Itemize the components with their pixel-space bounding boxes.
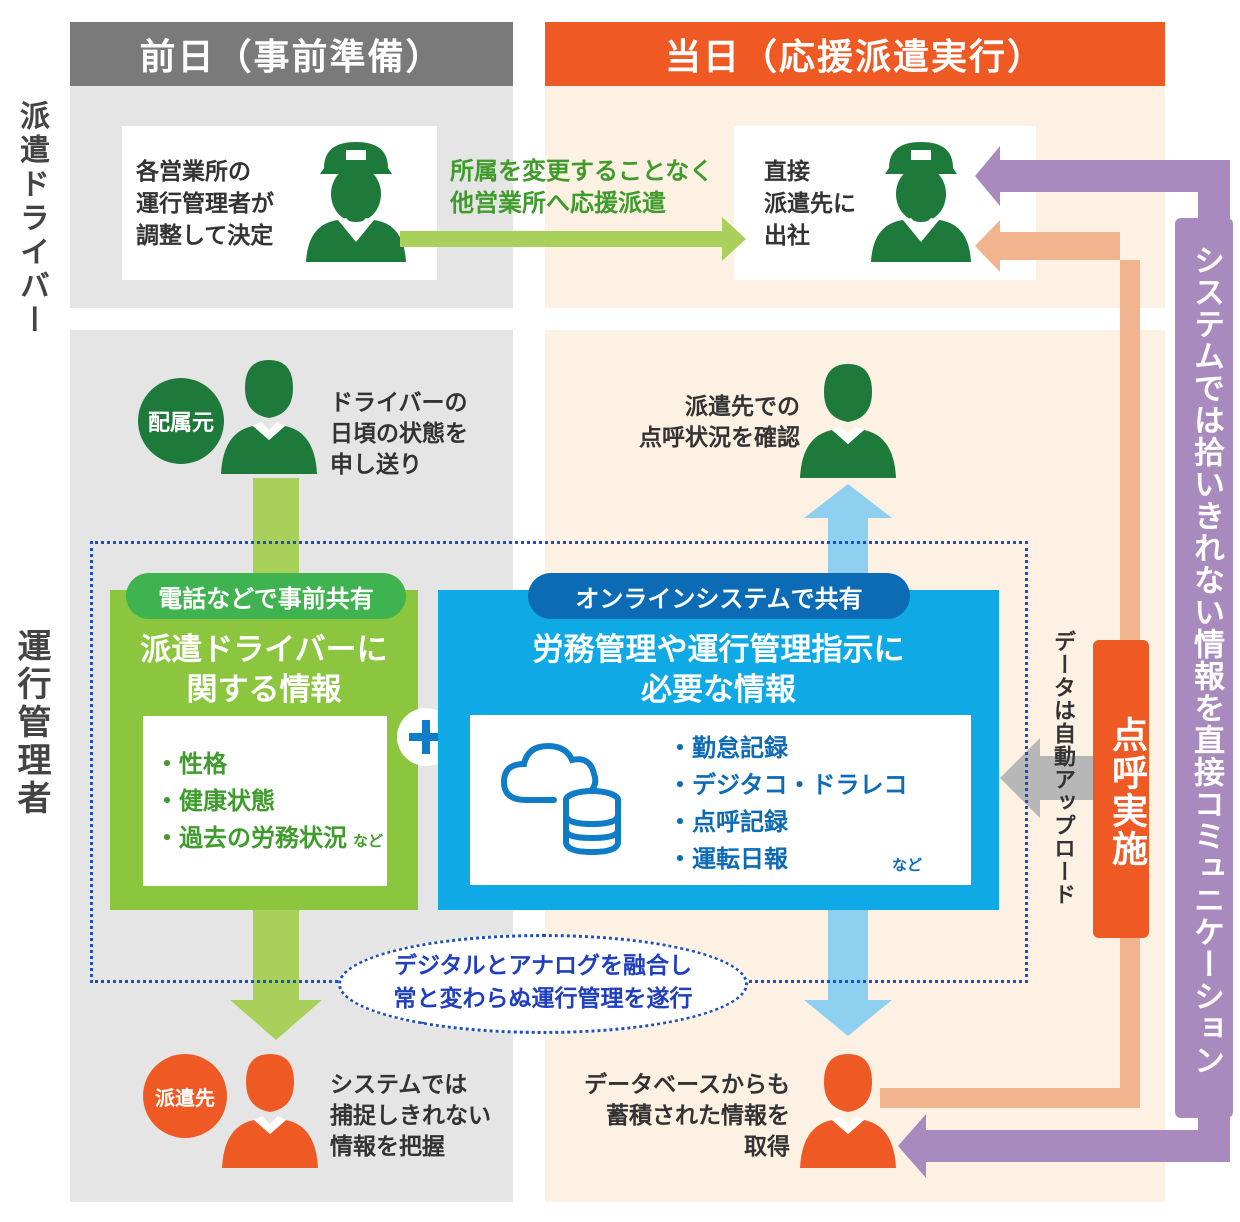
blue-item-attendance: ・勤怠記録 <box>668 734 788 762</box>
system-comm-bar <box>1175 218 1233 1118</box>
header-same-day: 当日（応援派遣実行） <box>545 22 1165 86</box>
blue-etc: など <box>892 856 923 874</box>
badge-home-office: 配属元 <box>138 378 224 464</box>
top-right-text: 派遣先での 点呼状況を確認 <box>639 394 800 451</box>
blue-item-driving-log: ・運転日報 <box>668 845 788 873</box>
row-label-driver: 派遣ドライバー <box>14 100 49 338</box>
upload-text: データは自動アップロード <box>1050 630 1075 906</box>
bottom-right-text: データベースからも 蓄積された情報を 取得 <box>584 1072 790 1160</box>
tenko-box <box>1093 640 1149 938</box>
manager-db-icon <box>800 1054 896 1168</box>
row-label-manager: 運行管理者 <box>11 628 51 818</box>
blue-panel-pill: オンラインシステムで共有 <box>528 573 910 619</box>
fusion-ellipse <box>338 934 748 1034</box>
header-previous-day: 前日（事前準備） <box>70 22 513 86</box>
badge-dispatch-dest: 派遣先 <box>143 1054 227 1138</box>
top-left-text: ドライバーの 日頃の状態を 申し送り <box>330 390 468 478</box>
green-item-history: ・過去の労務状況など <box>155 824 384 852</box>
driver-left-text: 各営業所の 運行管理者が 調整して決定 <box>136 159 274 249</box>
blue-item-rollcall: ・点呼記録 <box>668 808 788 836</box>
manager-dest-icon <box>222 1054 318 1168</box>
driver-right-text: 直接 派遣先に 出社 <box>764 159 856 249</box>
green-panel-pill: 電話などで事前共有 <box>126 573 406 619</box>
green-panel-title: 派遣ドライバーに 関する情報 <box>140 632 388 708</box>
blue-item-digitacho: ・デジタコ・ドラレコ <box>668 771 908 799</box>
green-panel-list-box: ・性格 ・健康状態 ・過去の労務状況など <box>143 716 387 886</box>
dispatch-caption: 所属を変更することなく 他営業所へ応援派遣 <box>450 157 714 217</box>
bottom-left-text: システムでは 捕捉しきれない 情報を把握 <box>330 1072 491 1160</box>
green-item-personality: ・性格 <box>155 750 227 778</box>
green-item-health: ・健康状態 <box>155 787 275 815</box>
fusion-text: デジタルとアナログを融合し 常と変わらぬ運行管理を遂行 <box>393 953 693 1012</box>
blue-list: ・勤怠記録 ・デジタコ・ドラレコ ・点呼記録 ・運転日報 <box>668 730 908 878</box>
tenko-text: 点呼実施 <box>1106 716 1147 868</box>
cloud-database-icon <box>500 742 621 856</box>
system-comm-text: システムでは拾いきれない情報を直接コミュニケーション <box>1188 244 1224 1076</box>
blue-panel-title: 労務管理や運行管理指示に 必要な情報 <box>532 632 905 708</box>
green-etc: など <box>353 832 384 850</box>
